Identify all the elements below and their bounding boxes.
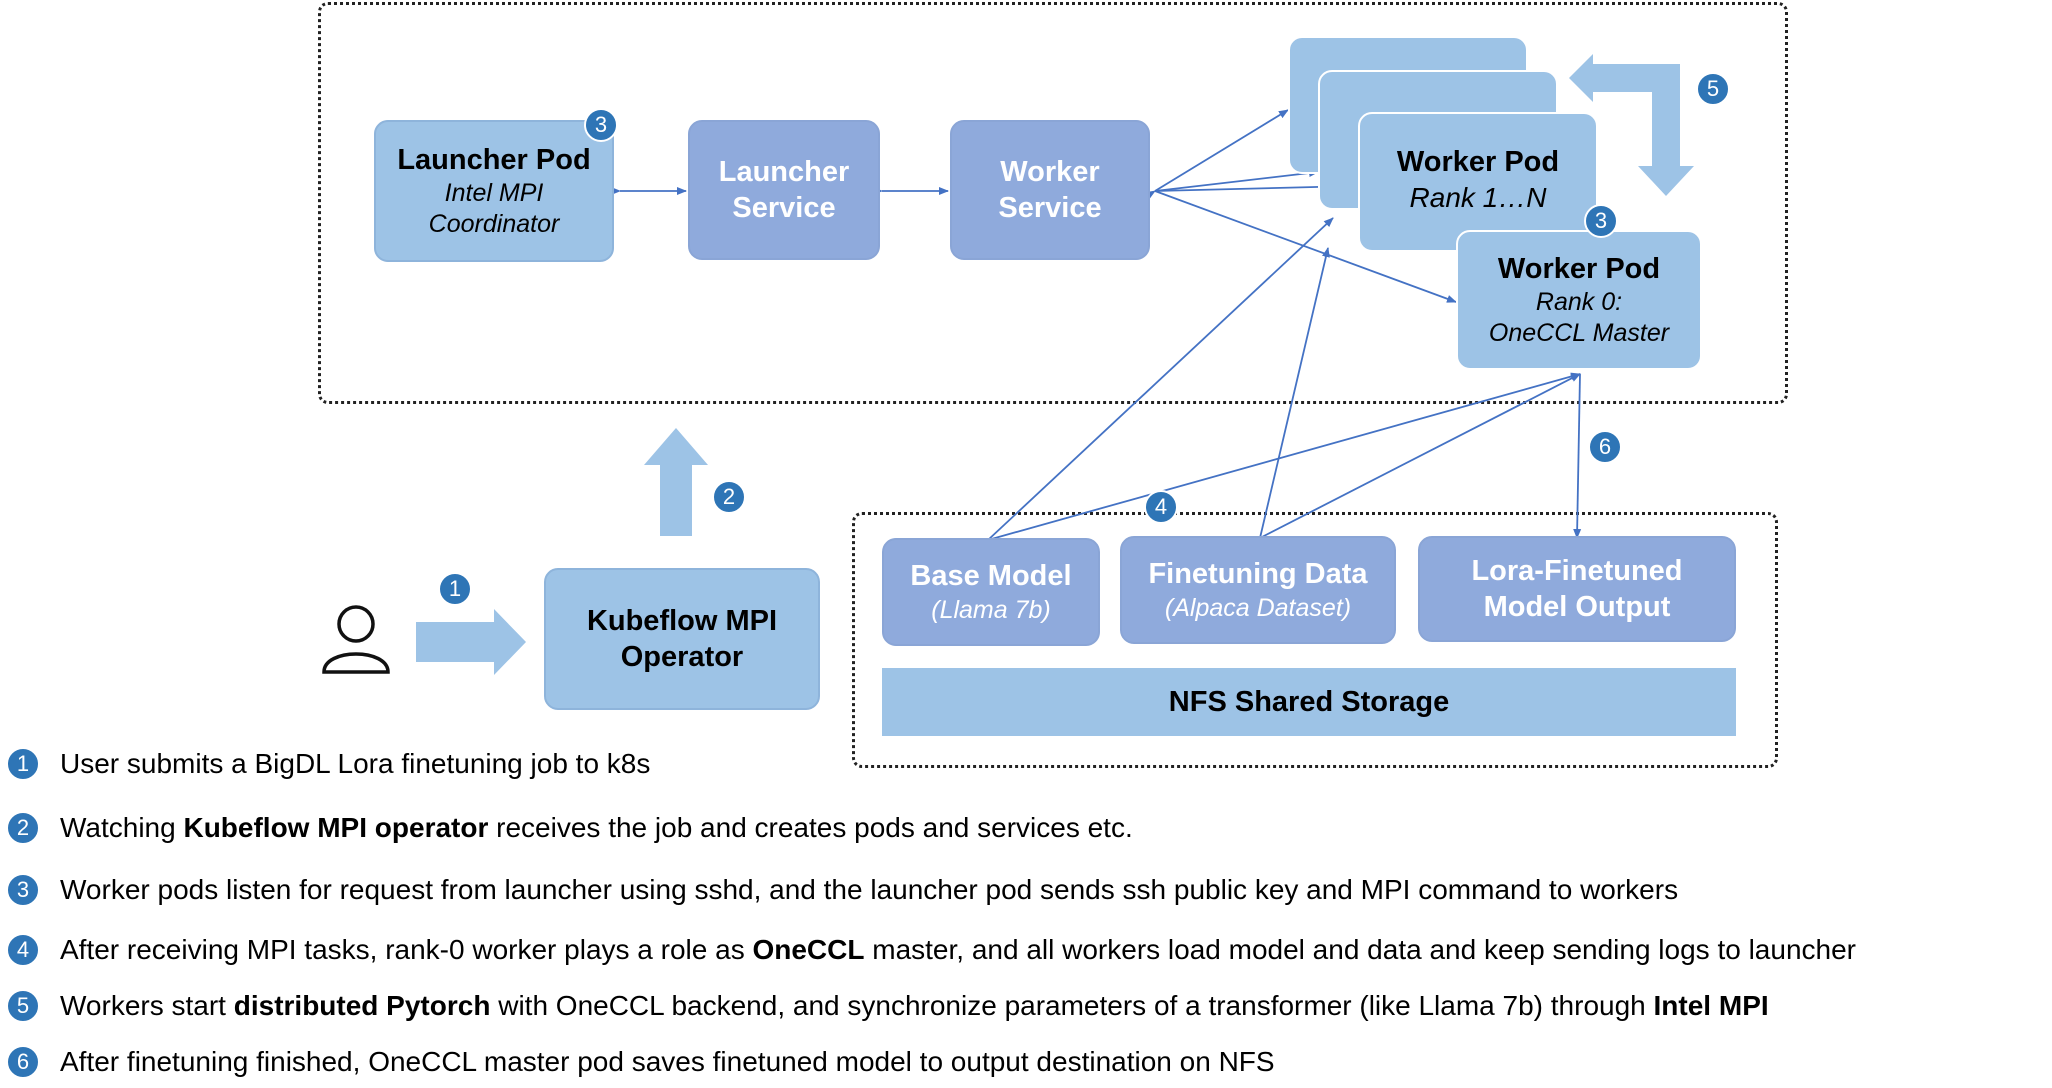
legend-item-6: 6 After finetuning finished, OneCCL mast…	[6, 1042, 1275, 1082]
legend-badge-6: 6	[6, 1045, 40, 1079]
legend-badge-4: 4	[6, 933, 40, 967]
worker-service[interactable]: Worker Service	[950, 120, 1150, 260]
launcher-pod-sub1: Intel MPI	[444, 178, 544, 207]
launcher-pod[interactable]: Launcher Pod Intel MPI Coordinator	[374, 120, 614, 262]
legend-text-3: Worker pods listen for request from laun…	[60, 874, 1679, 905]
legend-badge-2: 2	[6, 811, 40, 845]
nfs-shared-storage[interactable]: NFS Shared Storage	[882, 668, 1736, 736]
legend-badge-1: 1	[6, 747, 40, 781]
launcher-service-line1: Launcher	[718, 155, 850, 188]
worker-pod-0-sub1: Rank 0:	[1535, 287, 1623, 316]
badge-3-launcher: 3	[584, 108, 618, 142]
badge-3-worker: 3	[1584, 204, 1618, 238]
legend-text-1: User submits a BigDL Lora finetuning job…	[60, 748, 651, 779]
worker-service-line1: Worker	[1000, 155, 1100, 188]
badge-4: 4	[1144, 490, 1178, 524]
finetuning-data-title: Finetuning Data	[1148, 558, 1368, 591]
lora-output-line1: Lora-Finetuned	[1471, 554, 1683, 587]
legend-item-5: 5 Workers start distributed Pytorch with…	[6, 986, 1769, 1026]
legend-badge-5: 5	[6, 989, 40, 1023]
badge-1: 1	[438, 572, 472, 606]
worker-pod-0-title: Worker Pod	[1497, 252, 1661, 285]
badge-5: 5	[1696, 72, 1730, 106]
launcher-pod-title: Launcher Pod	[397, 143, 591, 176]
worker-pod-n-title: Worker Pod	[1396, 146, 1560, 178]
legend-item-4: 4 After receiving MPI tasks, rank-0 work…	[6, 930, 1856, 970]
legend-text-5: Workers start distributed Pytorch with O…	[60, 990, 1769, 1021]
legend-text-4: After receiving MPI tasks, rank-0 worker…	[60, 934, 1856, 965]
user-icon	[322, 605, 390, 674]
worker-service-line2: Service	[998, 192, 1102, 224]
legend-badge-3: 3	[6, 873, 40, 907]
lora-output-box[interactable]: Lora-Finetuned Model Output	[1418, 536, 1736, 642]
legend-item-2: 2 Watching Kubeflow MPI operator receive…	[6, 808, 1133, 848]
base-model-sub: (Llama 7b)	[931, 595, 1051, 624]
worker-pod-rank-0[interactable]: Worker Pod Rank 0: OneCCL Master	[1456, 230, 1702, 370]
badge-2: 2	[712, 480, 746, 514]
finetuning-data-sub: (Alpaca Dataset)	[1164, 593, 1352, 622]
legend-item-3: 3 Worker pods listen for request from la…	[6, 870, 1678, 910]
badge-6: 6	[1588, 430, 1622, 464]
base-model-title: Base Model	[910, 560, 1072, 593]
worker-pod-n-sub: Rank 1…N	[1409, 182, 1547, 214]
worker-pod-0-sub2: OneCCL Master	[1488, 319, 1670, 348]
operator-line1: Kubeflow MPI	[586, 604, 778, 637]
operator-line2: Operator	[620, 641, 744, 673]
big-arrow-operator-to-cluster	[644, 428, 708, 536]
lora-output-line2: Model Output	[1483, 591, 1671, 623]
legend-text-2: Watching Kubeflow MPI operator receives …	[60, 812, 1133, 843]
big-arrow-user-to-operator	[416, 609, 526, 675]
launcher-pod-sub2: Coordinator	[428, 210, 560, 239]
base-model-box[interactable]: Base Model (Llama 7b)	[882, 538, 1100, 646]
kubeflow-mpi-operator[interactable]: Kubeflow MPI Operator	[544, 568, 820, 710]
legend-text-6: After finetuning finished, OneCCL master…	[60, 1046, 1275, 1077]
finetuning-data-box[interactable]: Finetuning Data (Alpaca Dataset)	[1120, 536, 1396, 644]
launcher-service[interactable]: Launcher Service	[688, 120, 880, 260]
launcher-service-line2: Service	[732, 192, 836, 224]
legend-item-1: 1 User submits a BigDL Lora finetuning j…	[6, 744, 650, 784]
